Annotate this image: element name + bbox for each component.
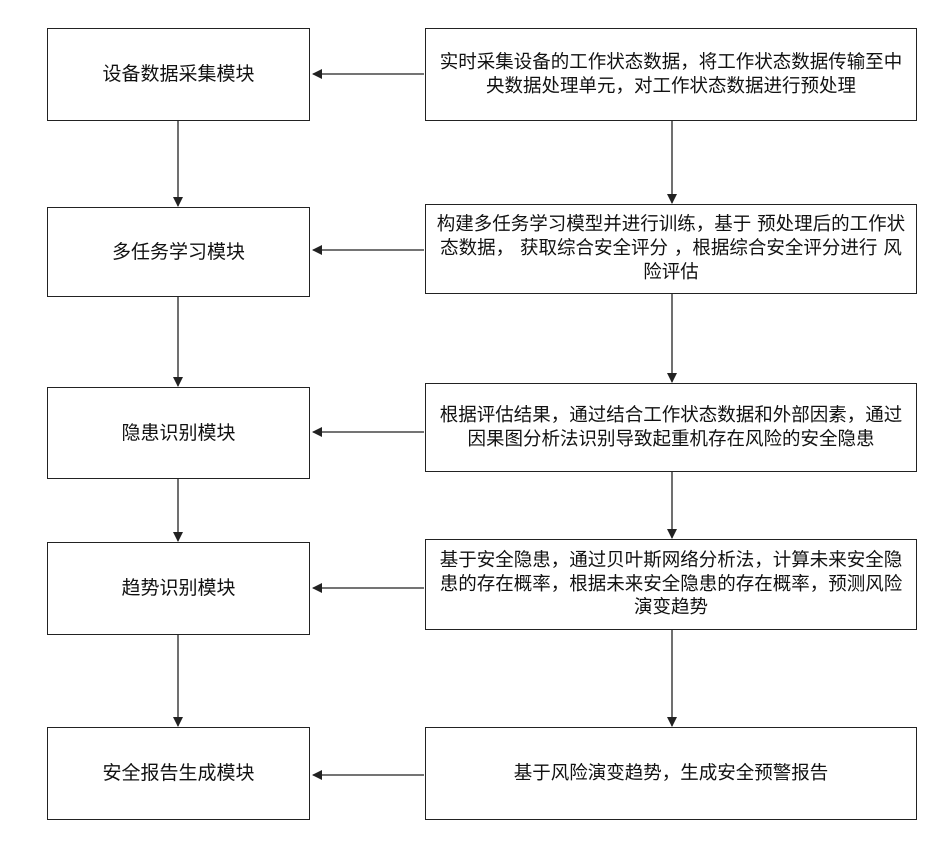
module-label: 隐患识别模块 [121, 421, 235, 445]
description-text: 构建多任务学习模型并进行训练，基于 预处理后的工作状态数据， 获取综合安全评分 … [426, 213, 916, 284]
description-box-multitask-learning: 构建多任务学习模型并进行训练，基于 预处理后的工作状态数据， 获取综合安全评分 … [425, 204, 917, 294]
description-box-safety-report: 基于风险演变趋势，生成安全预警报告 [425, 727, 917, 820]
description-box-hazard-identification: 根据评估结果，通过结合工作状态数据和外部因素，通过因果图分析法识别导致起重机存在… [425, 383, 917, 472]
module-box-data-collection: 设备数据采集模块 [47, 28, 310, 121]
description-text: 实时采集设备的工作状态数据，将工作状态数据传输至中央数据处理单元，对工作状态数据… [426, 51, 916, 98]
description-text: 根据评估结果，通过结合工作状态数据和外部因素，通过因果图分析法识别导致起重机存在… [426, 404, 916, 451]
module-box-trend-identification: 趋势识别模块 [47, 542, 310, 635]
description-text: 基于风险演变趋势，生成安全预警报告 [508, 762, 835, 786]
module-box-safety-report: 安全报告生成模块 [47, 727, 310, 820]
module-label: 安全报告生成模块 [102, 761, 254, 785]
module-label: 多任务学习模块 [112, 240, 245, 264]
description-box-data-collection: 实时采集设备的工作状态数据，将工作状态数据传输至中央数据处理单元，对工作状态数据… [425, 28, 917, 121]
module-box-hazard-identification: 隐患识别模块 [47, 387, 310, 479]
description-text: 基于安全隐患，通过贝叶斯网络分析法，计算未来安全隐患的存在概率，根据未来安全隐患… [426, 549, 916, 620]
description-box-trend-identification: 基于安全隐患，通过贝叶斯网络分析法，计算未来安全隐患的存在概率，根据未来安全隐患… [425, 539, 917, 630]
module-label: 趋势识别模块 [121, 576, 235, 600]
module-box-multitask-learning: 多任务学习模块 [47, 207, 310, 297]
module-label: 设备数据采集模块 [102, 62, 254, 86]
